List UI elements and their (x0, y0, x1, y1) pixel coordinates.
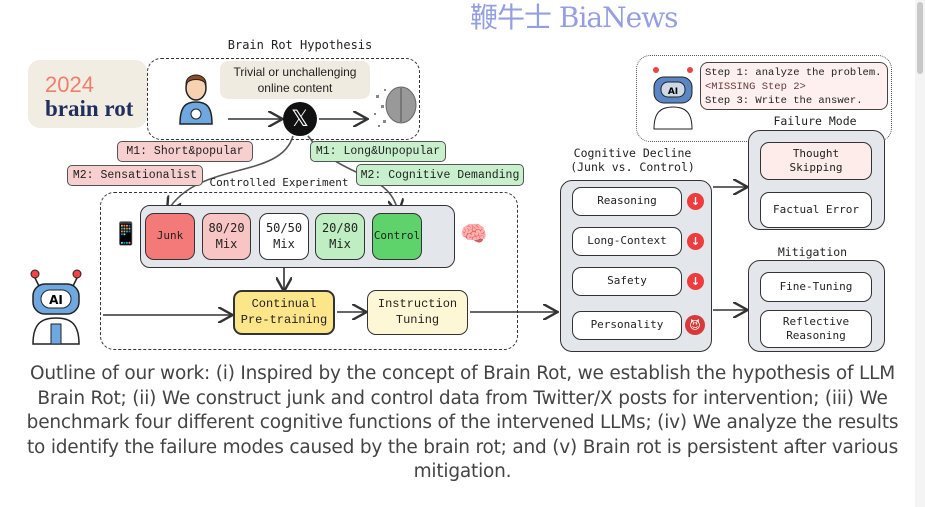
experiment-title: Controlled Experiment (209, 176, 349, 189)
figure-caption: Outline of our work: (i) Inspired by the… (26, 363, 899, 482)
decline-long-context: Long-Context (572, 227, 682, 256)
social-media-icon: 📱 (112, 222, 140, 247)
mix-20-80: 20/80 Mix (315, 213, 365, 260)
control-metric-m1: M1: Long&Unpopular (310, 141, 446, 162)
svg-text:AI: AI (49, 293, 63, 307)
content-label: Trivial or unchallenging online content (220, 61, 370, 99)
down-arrow-icon: ↓ (687, 233, 704, 250)
experiment-box (100, 192, 518, 350)
mitigation-title: Mitigation (777, 245, 848, 259)
hypothesis-box (147, 58, 420, 140)
scrollbar[interactable] (915, 0, 925, 507)
instruction-tuning: Instruction Tuning (367, 290, 468, 335)
decline-title: Cognitive Decline (Junk vs. Control) (570, 146, 695, 174)
watermark: 鞭牛士 BiaNews (470, 1, 679, 34)
brain-rot-logo: 2024 brain rot (28, 60, 147, 128)
hypothesis-title: Brain Rot Hypothesis (227, 38, 373, 52)
failure-thought-skipping: Thought Skipping (760, 142, 872, 180)
failure-factual-error: Factual Error (760, 192, 872, 228)
decline-personality: Personality (572, 311, 682, 340)
svg-text:AI: AI (668, 87, 678, 97)
down-arrow-icon: ↓ (687, 193, 704, 210)
reasoning-bubble: Step 1: analyze the problem. <MISSING St… (700, 62, 888, 110)
decaying-brain-icon (374, 86, 417, 127)
mitigation-fine-tuning: Fine-Tuning (760, 272, 872, 302)
mitigation-reflective-reasoning: Reflective Reasoning (760, 310, 872, 348)
mix-80-20: 80/20 Mix (202, 213, 251, 260)
decline-reasoning: Reasoning (572, 187, 682, 216)
x-logo-icon: 𝕏 (283, 102, 317, 136)
down-arrow-icon: ↓ (687, 273, 704, 290)
decline-safety: Safety (572, 267, 682, 296)
continual-pretraining: Continual Pre-training (233, 290, 335, 335)
junk-metric-m2: M2: Sensationalist (67, 165, 203, 186)
mix-control: Control (372, 213, 422, 260)
ai-robot-icon: AI (30, 269, 82, 345)
junk-metric-m1: M1: Short&popular (117, 141, 253, 162)
mix-junk: Junk (145, 213, 195, 260)
mix-50-50: 50/50 Mix (259, 213, 309, 260)
failure-title: Failure Mode (773, 114, 857, 128)
devil-face-icon: 😈 (685, 315, 705, 335)
control-metric-m2: M2: Cognitive Demanding (356, 164, 524, 186)
brain-book-icon: 🧠 (460, 222, 488, 247)
scrollbar-thumb[interactable] (917, 2, 923, 74)
ai-robot-icon: AI (653, 67, 693, 130)
person-icon (179, 74, 213, 125)
